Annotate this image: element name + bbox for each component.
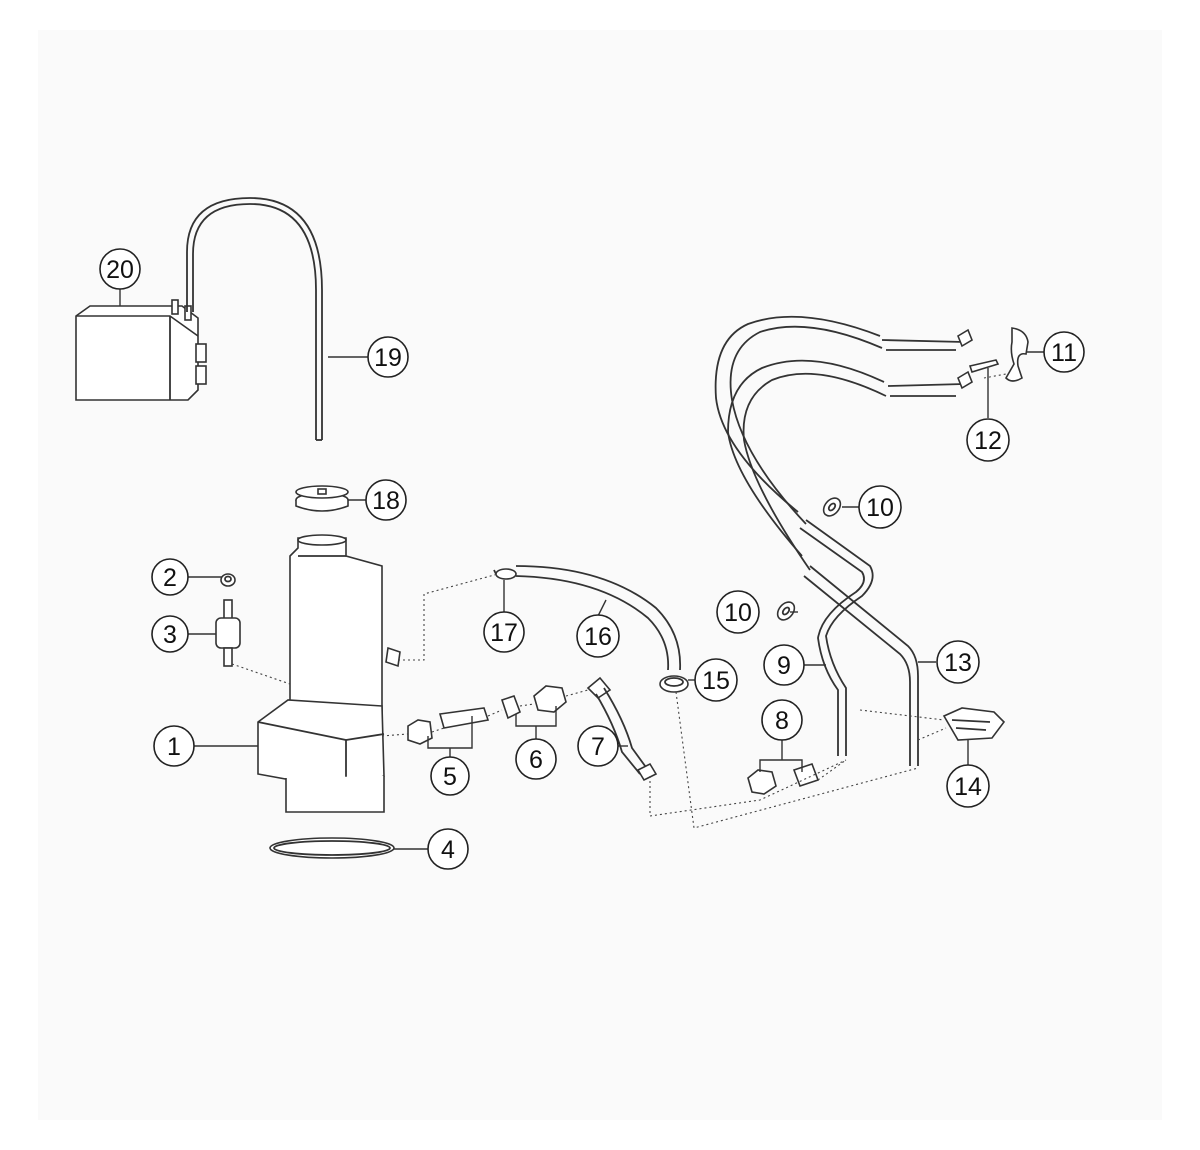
svg-text:10: 10 (724, 599, 752, 627)
callout-2: 2 (151, 558, 189, 596)
svg-text:3: 3 (163, 621, 177, 649)
cap-part (295, 485, 349, 512)
fitting-set-6-part (500, 685, 567, 720)
callout-3: 3 (151, 615, 189, 653)
sensor-part (215, 599, 241, 667)
callout-5: 5 (430, 756, 470, 796)
callout-7: 7 (577, 725, 619, 767)
callout-4: 4 (427, 828, 469, 870)
svg-text:4: 4 (441, 836, 455, 864)
filter-drier-part (942, 707, 1006, 741)
callout-18: 18 (365, 479, 407, 521)
callout-13: 13 (936, 640, 980, 684)
svg-text:2: 2 (163, 564, 177, 592)
svg-text:1: 1 (167, 733, 181, 761)
callout-12: 12 (966, 418, 1010, 462)
svg-text:6: 6 (529, 746, 543, 774)
svg-text:13: 13 (944, 649, 972, 677)
callout-1: 1 (153, 725, 195, 767)
washer-upper-part (822, 497, 842, 517)
svg-text:11: 11 (1051, 339, 1077, 367)
svg-text:14: 14 (954, 773, 982, 801)
control-box-part (75, 299, 207, 401)
svg-text:15: 15 (702, 667, 730, 695)
svg-text:12: 12 (974, 427, 1002, 455)
callout-10-upper: 10 (858, 485, 902, 529)
flexible-hose-part (586, 676, 658, 782)
svg-text:5: 5 (443, 763, 457, 791)
capillary-tube-part (186, 197, 323, 440)
callout-15: 15 (694, 658, 738, 702)
callout-20: 20 (99, 248, 141, 290)
callout-leaders (119, 289, 1044, 850)
svg-text:16: 16 (584, 623, 612, 651)
callout-10-lower: 10 (716, 590, 760, 634)
hose-clamp-part (659, 675, 689, 693)
svg-text:20: 20 (106, 256, 134, 284)
callout-17: 17 (483, 611, 525, 653)
svg-text:8: 8 (775, 707, 789, 735)
callout-11: 11 (1043, 331, 1085, 373)
callout-19: 19 (367, 336, 409, 378)
callout-16: 16 (576, 614, 620, 658)
small-clip-part (493, 568, 517, 580)
nut-part (220, 573, 236, 587)
callout-8: 8 (761, 699, 803, 741)
line-13-part (809, 565, 919, 766)
svg-text:17: 17 (490, 619, 518, 647)
hose-part (515, 575, 670, 671)
reservoir-tank-part (257, 534, 401, 813)
callout-14: 14 (946, 764, 990, 808)
svg-text:7: 7 (591, 733, 605, 761)
insulated-lines-part (714, 315, 973, 571)
callout-9: 9 (763, 644, 805, 686)
bracket-part (1005, 327, 1029, 382)
callout-6: 6 (515, 738, 557, 780)
svg-text:10: 10 (866, 494, 894, 522)
fitting-set-5-part (407, 707, 490, 745)
svg-text:19: 19 (374, 344, 402, 372)
svg-text:9: 9 (777, 652, 791, 680)
gasket-ring-part (269, 837, 395, 859)
assembly-dashed-lines (231, 373, 1007, 829)
line-9-part (805, 519, 874, 756)
svg-text:18: 18 (372, 487, 400, 515)
washer-lower-part (776, 601, 796, 621)
screw-part (968, 359, 1000, 373)
